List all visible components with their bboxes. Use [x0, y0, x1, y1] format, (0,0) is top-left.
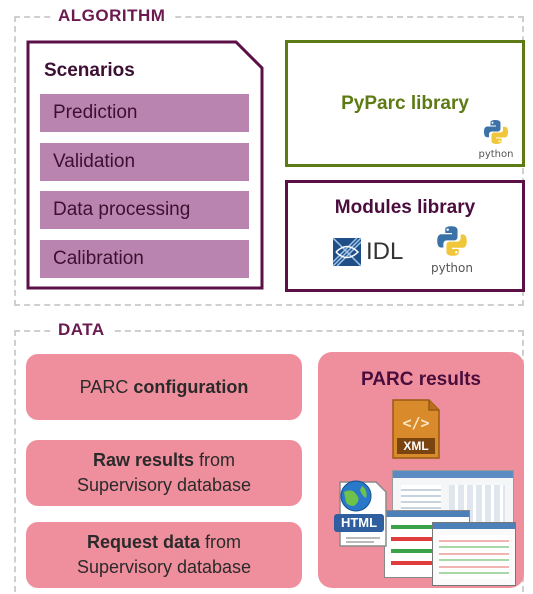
- pyparc-library-box: PyParc library python: [285, 40, 525, 167]
- parc-results-box: PARC results </> XML: [318, 352, 524, 588]
- parc-results-title: PARC results: [360, 369, 481, 390]
- request-data-line1: Request data from: [86, 532, 242, 552]
- scenario-item-data-processing: Data processing: [40, 191, 249, 229]
- data-label: DATA: [52, 320, 111, 340]
- pyparc-title: PyParc library: [341, 93, 469, 114]
- xml-label: XML: [403, 439, 429, 453]
- xml-file-icon: </> XML: [391, 398, 441, 460]
- scenario-item-calibration: Calibration: [40, 240, 249, 278]
- raw-results-box: Raw results from Supervisory database: [26, 440, 302, 506]
- python-icon: [484, 120, 508, 144]
- python-logo-modules: python: [425, 225, 479, 274]
- raw-results-line1: Raw results from: [92, 450, 236, 470]
- python-logo: python: [476, 119, 516, 160]
- request-data-box: Request data from Supervisory database: [26, 522, 302, 588]
- report-screenshots: HTML: [332, 470, 516, 586]
- html-label: HTML: [340, 515, 378, 530]
- modules-title: Modules library: [334, 197, 476, 218]
- algorithm-label: ALGORITHM: [52, 6, 172, 26]
- python-logo-text: python: [431, 261, 473, 275]
- scenarios-title: Scenarios: [44, 60, 135, 81]
- screenshot-front: [432, 522, 516, 586]
- modules-library-box: Modules library IDL python: [285, 180, 525, 292]
- scenarios-card: Scenarios Prediction Validation Data pro…: [26, 40, 264, 290]
- idl-text: IDL: [366, 238, 404, 265]
- html-file-icon: HTML: [332, 476, 390, 550]
- raw-results-line2: Supervisory database: [76, 475, 252, 495]
- scenario-item-validation: Validation: [40, 143, 249, 181]
- python-icon: [437, 226, 467, 256]
- scenario-item-prediction: Prediction: [40, 94, 249, 132]
- parc-configuration-box: PARC configuration: [26, 354, 302, 420]
- idl-logo: IDL: [332, 235, 403, 269]
- python-logo-text: python: [478, 149, 514, 160]
- idl-icon: [332, 237, 362, 267]
- request-data-line2: Supervisory database: [76, 557, 252, 577]
- parc-configuration-text: PARC configuration: [79, 376, 249, 397]
- svg-text:</>: </>: [402, 414, 429, 432]
